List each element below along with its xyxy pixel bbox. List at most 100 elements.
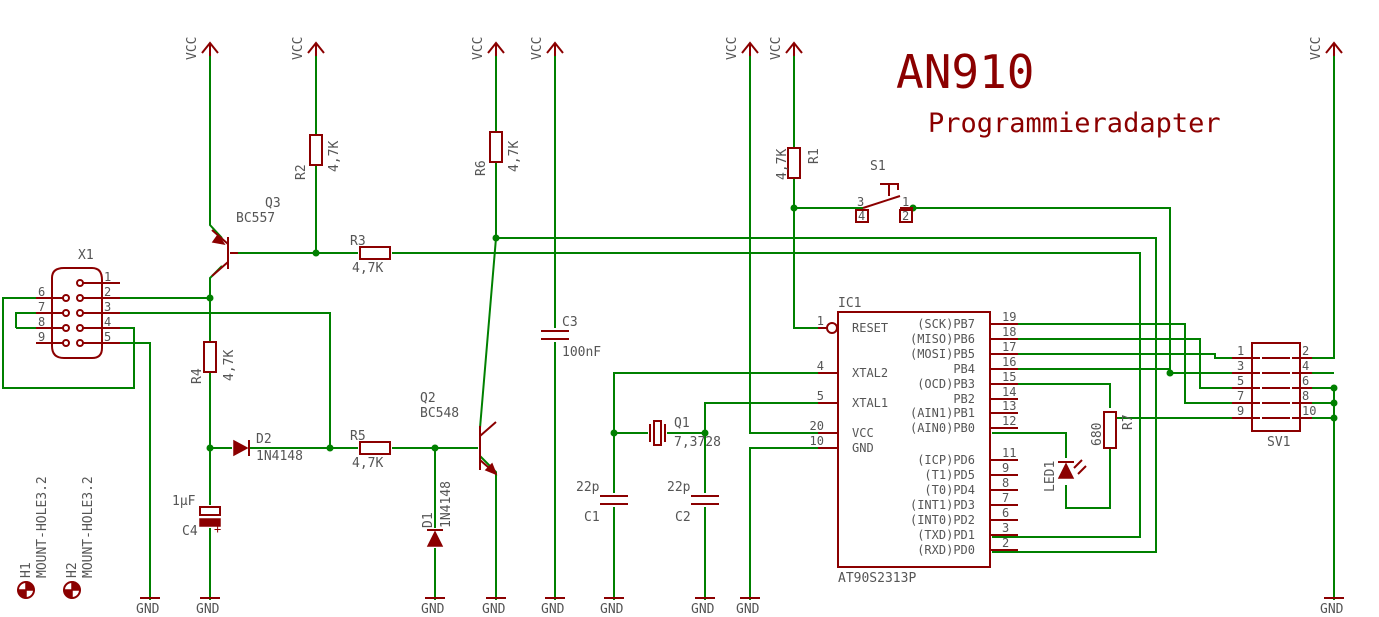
svg-text:4,7K: 4,7K: [222, 350, 237, 381]
svg-text:22p: 22p: [667, 480, 691, 495]
ic1-pin-label: (T1)PD5: [924, 468, 975, 482]
vcc-symbol: VCC: [530, 37, 564, 60]
ic1-pin-number: 20: [810, 419, 824, 433]
svg-text:GND: GND: [421, 602, 445, 617]
junction: [1330, 384, 1338, 392]
ic1-pin-label: (SCK)PB7: [917, 317, 975, 331]
resistor-r7: R7 680: [1090, 411, 1136, 449]
svg-text:4,7K: 4,7K: [352, 261, 383, 276]
junction: [790, 204, 798, 212]
svg-text:GND: GND: [541, 602, 565, 617]
svg-text:VCC: VCC: [291, 37, 306, 60]
ic1-pin-number: 9: [1002, 461, 1009, 475]
vcc-symbol: VCC: [185, 37, 219, 60]
ic1-pin-number: 16: [1002, 355, 1016, 369]
svg-text:22p: 22p: [576, 480, 600, 495]
svg-text:R7: R7: [1121, 414, 1136, 430]
x1-pin-number: 4: [104, 315, 111, 329]
svg-text:4: 4: [858, 209, 865, 223]
resistor-r3: R3 4,7K: [350, 234, 391, 276]
gnd-symbol: GND: [691, 597, 715, 617]
resistor-r5: R5 4,7K: [350, 429, 391, 471]
ic1-pin-number: 13: [1002, 399, 1016, 413]
svg-text:C2: C2: [675, 510, 691, 525]
junction: [431, 444, 439, 452]
svg-text:4,7K: 4,7K: [352, 456, 383, 471]
ic1-pin-label: (INT0)PD2: [910, 513, 975, 527]
sv1-pin-number: 7: [1237, 389, 1244, 403]
ic1-pin-label: (INT1)PD3: [910, 498, 975, 512]
ic1-pin-number: 18: [1002, 325, 1016, 339]
svg-text:GND: GND: [482, 602, 506, 617]
sv1-pin-number: 3: [1237, 359, 1244, 373]
ic1-pin-number: 4: [817, 359, 824, 373]
vcc-symbol: VCC: [1309, 37, 1343, 60]
x1-pin-number: 3: [104, 300, 111, 314]
svg-text:Q3: Q3: [265, 196, 281, 211]
svg-text:4,7K: 4,7K: [507, 141, 522, 172]
ic1-pin-number: 11: [1002, 446, 1016, 460]
svg-text:VCC: VCC: [769, 37, 784, 60]
ic1-pin-number: 5: [817, 389, 824, 403]
gnd-symbol: GND: [600, 597, 624, 617]
svg-text:R1: R1: [807, 148, 822, 164]
ic1-pin-label: (RXD)PD0: [917, 543, 975, 557]
junction: [312, 249, 320, 257]
svg-text:VCC: VCC: [185, 37, 200, 60]
junction: [610, 429, 618, 437]
svg-text:GND: GND: [1320, 602, 1344, 617]
transistor-q3: Q3 BC557: [211, 196, 281, 277]
ic1-pin-label: (AIN1)PB1: [910, 406, 975, 420]
ic1-pin-label: PB2: [953, 392, 975, 406]
junction: [1330, 414, 1338, 422]
svg-text:H2: H2: [65, 562, 80, 578]
svg-text:VCC: VCC: [1309, 37, 1324, 60]
diode-d1: D1 1N4148: [421, 481, 454, 547]
svg-text:X1: X1: [78, 248, 94, 263]
junction: [206, 294, 214, 302]
svg-text:H1: H1: [19, 562, 34, 578]
ic1-pin-label: XTAL2: [852, 366, 888, 380]
ic1-pin-label: (ICP)PD6: [917, 453, 975, 467]
x1-pin-number: 9: [38, 330, 45, 344]
svg-text:Q2: Q2: [420, 391, 436, 406]
svg-text:GND: GND: [736, 602, 760, 617]
connector-x1: X1 1 2 3 4 5 6 7 8 9: [36, 248, 120, 359]
svg-text:GND: GND: [691, 602, 715, 617]
vcc-symbol: VCC: [291, 37, 325, 60]
capacitor-c4: + 1µF C4: [172, 494, 221, 539]
capacitor-c1: 22p C1: [576, 480, 628, 525]
ic1-pin-number: 17: [1002, 340, 1016, 354]
sv1-pin-number: 9: [1237, 404, 1244, 418]
ic1-pin-number: 8: [1002, 476, 1009, 490]
svg-text:7,3728: 7,3728: [674, 435, 721, 450]
gnd-symbol: GND: [421, 597, 445, 617]
svg-text:2: 2: [902, 209, 909, 223]
ic1-pin-label: XTAL1: [852, 396, 888, 410]
svg-text:C1: C1: [584, 510, 600, 525]
ic1-pin-label: (T0)PD4: [924, 483, 975, 497]
svg-text:R5: R5: [350, 429, 366, 444]
x1-pin-number: 1: [104, 270, 111, 284]
gnd-symbol: GND: [196, 597, 220, 617]
gnd-symbol: GND: [482, 597, 506, 617]
ic1-pin-number: 6: [1002, 506, 1009, 520]
ic1-pin-label: RESET: [852, 321, 888, 335]
x1-pin-number: 8: [38, 315, 45, 329]
ic1-pin-number: 1: [817, 314, 824, 328]
svg-text:4,7K: 4,7K: [775, 149, 790, 180]
ic1-pin-number: 19: [1002, 310, 1016, 324]
ic1-pin-number: 3: [1002, 521, 1009, 535]
ic1-pin-label: PB4: [953, 362, 975, 376]
ic1-pin-number: 14: [1002, 385, 1016, 399]
svg-text:1: 1: [902, 195, 909, 209]
x1-pin-number: 7: [38, 300, 45, 314]
vcc-symbol: VCC: [725, 37, 759, 60]
ic1-pin-number: 12: [1002, 414, 1016, 428]
svg-text:3: 3: [857, 195, 864, 209]
sv1-pin-number: 10: [1302, 404, 1316, 418]
svg-text:SV1: SV1: [1267, 435, 1290, 450]
svg-text:D2: D2: [256, 432, 272, 447]
